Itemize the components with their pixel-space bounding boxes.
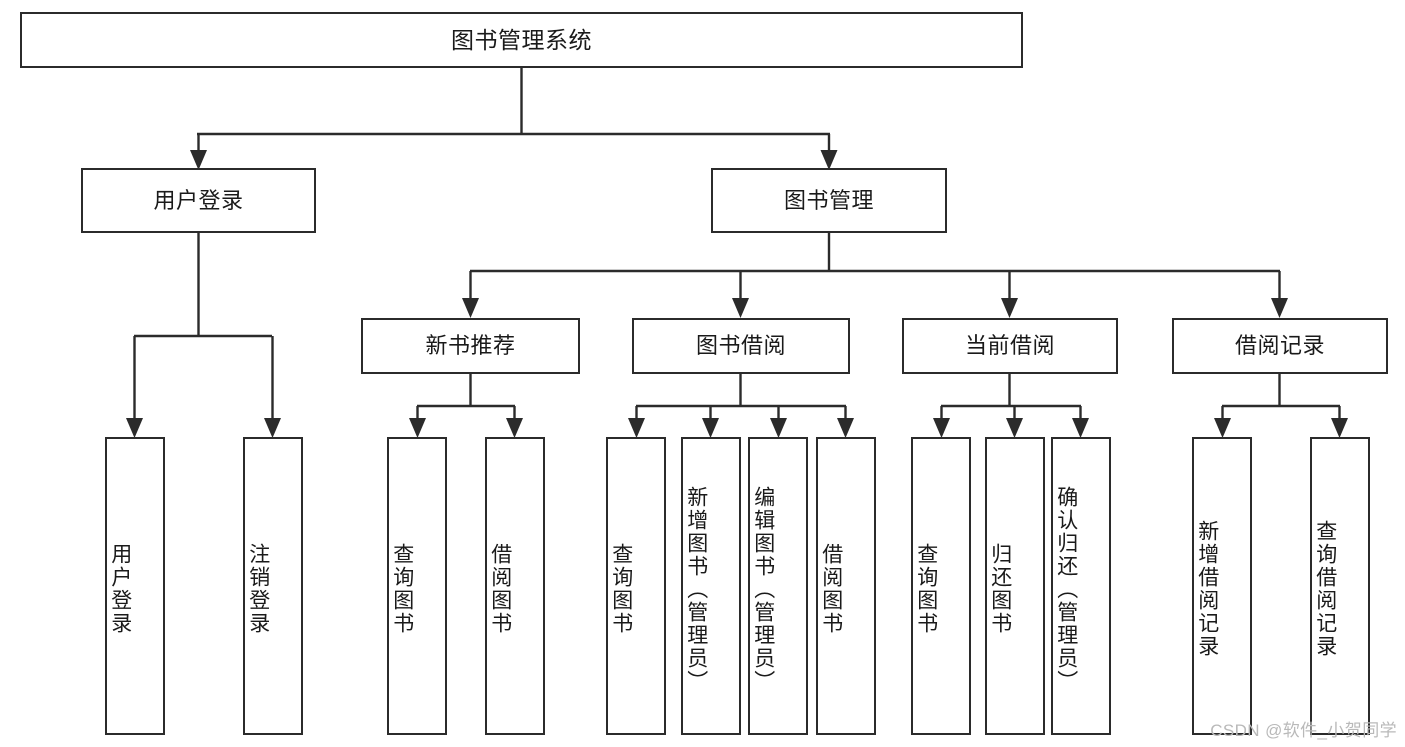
node-leaf-add-book-label: 新增图书（管理员） xyxy=(684,485,708,693)
node-leaf-borrow-book-2[interactable]: 借阅图书 xyxy=(816,437,876,735)
node-borrow-record[interactable]: 借阅记录 xyxy=(1172,318,1388,374)
connector-newbook-to-leaves xyxy=(409,374,523,438)
node-leaf-query-book-2[interactable]: 查询图书 xyxy=(606,437,666,735)
node-book-borrow[interactable]: 图书借阅 xyxy=(632,318,850,374)
node-leaf-edit-book-label: 编辑图书（管理员） xyxy=(751,485,775,693)
node-current-borrow-label: 当前借阅 xyxy=(964,333,1055,359)
connector-userlogin-to-leaves xyxy=(126,233,281,438)
node-leaf-add-borrow-record-label: 新增借阅记录 xyxy=(1195,520,1219,658)
node-leaf-user-login[interactable]: 用户登录 xyxy=(105,437,165,735)
node-current-borrow[interactable]: 当前借阅 xyxy=(902,318,1118,374)
node-user-login-label: 用户登录 xyxy=(153,187,244,213)
node-leaf-user-login-label: 用户登录 xyxy=(108,543,132,635)
node-leaf-confirm-return[interactable]: 确认归还（管理员） xyxy=(1051,437,1111,735)
node-leaf-borrow-book-2-label: 借阅图书 xyxy=(819,543,843,635)
node-user-login[interactable]: 用户登录 xyxy=(81,168,316,233)
node-leaf-edit-book[interactable]: 编辑图书（管理员） xyxy=(748,437,808,735)
node-borrow-record-label: 借阅记录 xyxy=(1234,333,1325,359)
node-new-book-recommend[interactable]: 新书推荐 xyxy=(361,318,580,374)
node-leaf-query-borrow-record[interactable]: 查询借阅记录 xyxy=(1310,437,1370,735)
node-leaf-query-borrow-record-label: 查询借阅记录 xyxy=(1313,520,1337,658)
node-book-manage[interactable]: 图书管理 xyxy=(711,168,947,233)
node-leaf-add-book[interactable]: 新增图书（管理员） xyxy=(681,437,741,735)
node-leaf-add-borrow-record[interactable]: 新增借阅记录 xyxy=(1192,437,1252,735)
node-leaf-confirm-return-label: 确认归还（管理员） xyxy=(1054,485,1078,693)
node-leaf-borrow-book-1-label: 借阅图书 xyxy=(488,543,512,635)
node-book-borrow-label: 图书借阅 xyxy=(695,333,786,359)
node-leaf-logout-login-label: 注销登录 xyxy=(246,543,270,635)
node-leaf-return-book-label: 归还图书 xyxy=(988,543,1012,635)
node-leaf-query-book-1[interactable]: 查询图书 xyxy=(387,437,447,735)
node-leaf-query-book-3-label: 查询图书 xyxy=(914,543,938,635)
node-root-label: 图书管理系统 xyxy=(451,26,592,53)
node-new-book-recommend-label: 新书推荐 xyxy=(425,333,516,359)
csdn-watermark: CSDN @软件_小贺同学 xyxy=(1210,721,1397,740)
node-leaf-logout-login[interactable]: 注销登录 xyxy=(243,437,303,735)
node-leaf-query-book-1-label: 查询图书 xyxy=(390,543,414,635)
connector-bookborrow-to-leaves xyxy=(628,374,854,438)
connector-bookmanage-to-level3 xyxy=(462,233,1288,318)
connector-currentborrow-to-leaves xyxy=(933,374,1089,438)
node-leaf-query-book-2-label: 查询图书 xyxy=(609,543,633,635)
connector-borrowrecord-to-leaves xyxy=(1214,374,1348,438)
node-leaf-return-book[interactable]: 归还图书 xyxy=(985,437,1045,735)
node-root[interactable]: 图书管理系统 xyxy=(20,12,1023,68)
node-leaf-query-book-3[interactable]: 查询图书 xyxy=(911,437,971,735)
connector-root-to-level2 xyxy=(190,68,838,170)
node-book-manage-label: 图书管理 xyxy=(783,187,874,213)
node-leaf-borrow-book-1[interactable]: 借阅图书 xyxy=(485,437,545,735)
